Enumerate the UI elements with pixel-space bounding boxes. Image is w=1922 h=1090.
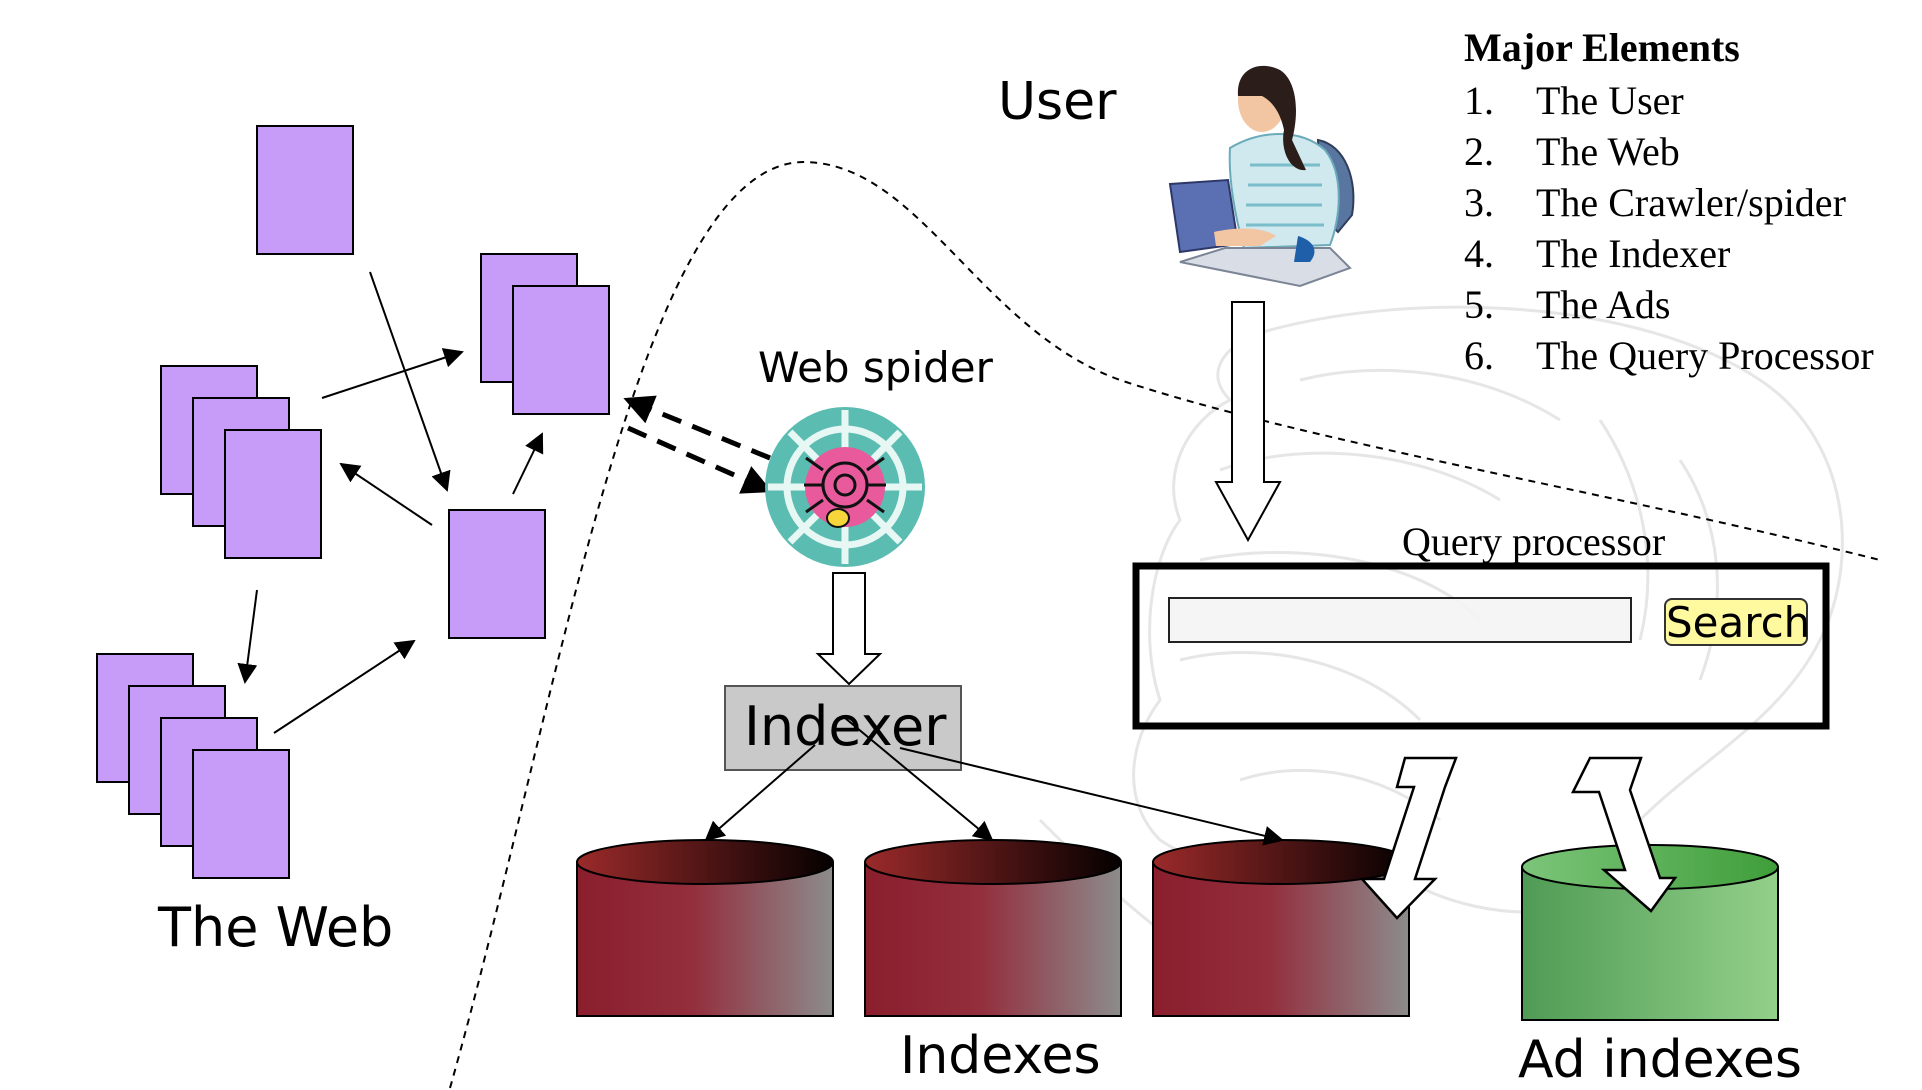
list-item-text: The Crawler/spider (1536, 180, 1846, 225)
list-item-number: 2. (1464, 129, 1494, 174)
list-item-text: The Query Processor (1536, 333, 1874, 378)
major-elements-list: Major Elements 1. The User 2. The Web 3. Th… (1464, 24, 1874, 381)
link-arrow (321, 348, 464, 399)
web-spider-label: Web spider (758, 343, 993, 392)
indexer-label: Indexer (744, 695, 947, 758)
query-processor-label: Query processor (1402, 519, 1666, 564)
list-item-number: 1. (1464, 78, 1494, 123)
search-input[interactable] (1168, 597, 1632, 643)
list-item-text: The Ads (1536, 282, 1671, 327)
index-arrow (899, 747, 1284, 846)
index-arrow (704, 744, 816, 842)
web-links (237, 271, 544, 734)
link-arrow (339, 462, 433, 526)
query-ad-double-arrow (1570, 756, 1678, 913)
web-page (512, 285, 610, 415)
link-arrow (512, 432, 544, 495)
ad-indexes-label: Ad indexes (1518, 1030, 1802, 1090)
query-processor-box (1132, 562, 1830, 730)
retrieve-arrow (626, 425, 773, 494)
list-item: 4. The Indexer (1464, 228, 1874, 279)
query-index-double-arrow (1359, 756, 1458, 920)
web-page (192, 749, 290, 879)
list-item: 1. The User (1464, 75, 1874, 126)
index-database (1152, 839, 1410, 1017)
index-arrow (844, 717, 994, 842)
list-item-text: The Web (1536, 129, 1680, 174)
web-page (256, 125, 354, 255)
crawl-arrows (623, 395, 773, 494)
list-item: 2. The Web (1464, 126, 1874, 177)
web-pages (96, 125, 610, 879)
index-database (864, 839, 1122, 1017)
indexes-label: Indexes (900, 1026, 1101, 1086)
list-item-number: 5. (1464, 282, 1494, 327)
index-database (576, 839, 834, 1017)
list-item-number: 3. (1464, 180, 1494, 225)
list-item: 3. The Crawler/spider (1464, 177, 1874, 228)
list-item-text: The User (1536, 78, 1684, 123)
link-arrow (273, 639, 416, 734)
list-item-number: 6. (1464, 333, 1494, 378)
major-elements-heading: Major Elements (1464, 25, 1740, 70)
link-arrow (237, 589, 258, 684)
the-web-label: The Web (158, 896, 394, 959)
link-arrow (369, 271, 451, 492)
user-label: User (998, 72, 1117, 132)
web-page (448, 509, 546, 639)
web-spider-icon (765, 407, 925, 567)
search-button[interactable]: Search (1664, 598, 1811, 647)
list-item-text: The Indexer (1536, 231, 1731, 276)
list-item: 6. The Query Processor (1464, 330, 1874, 381)
list-item: 5. The Ads (1464, 279, 1874, 330)
web-page (224, 429, 322, 559)
fetch-arrow (623, 395, 771, 461)
user-to-query-arrow (1214, 301, 1282, 543)
indexer-arrows (704, 717, 1284, 846)
spider-to-indexer-arrow (815, 572, 883, 686)
indexer-box (724, 685, 962, 771)
user-illustration (1168, 65, 1355, 288)
separator-curve (449, 160, 1881, 1089)
list-item-number: 4. (1464, 231, 1494, 276)
